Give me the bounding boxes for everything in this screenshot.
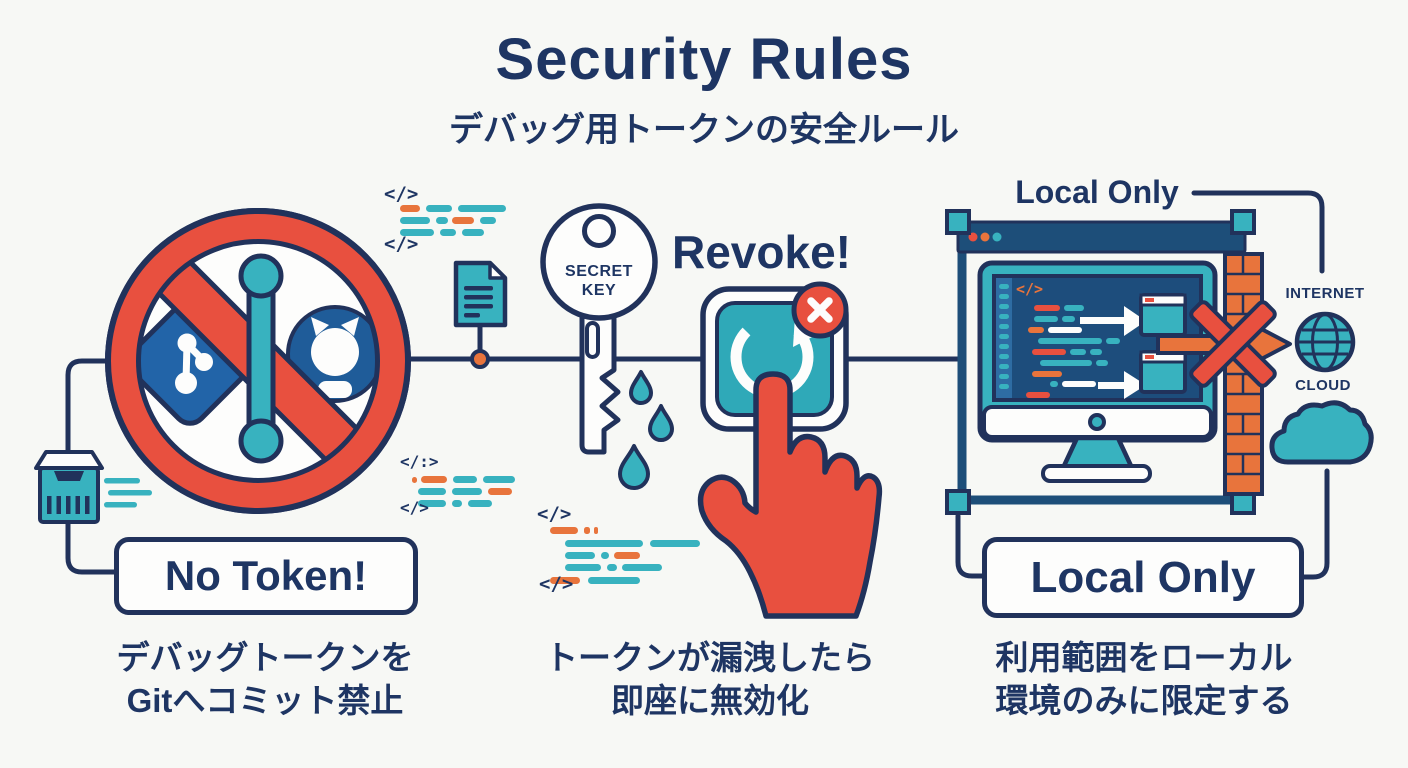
cloud-icon <box>1269 400 1374 465</box>
code-snippet-icon-top <box>400 205 506 236</box>
hand-press-icon <box>697 371 883 619</box>
middle-caption-line1: トークンが漏洩したら <box>545 639 875 676</box>
commit-line-icon <box>238 253 284 464</box>
right-caption-line2: 環境のみに限定する <box>995 682 1293 719</box>
window-dot-orange <box>980 232 990 242</box>
code-glyph-icon: </> <box>400 498 429 517</box>
prohibition-icon <box>105 208 411 514</box>
code-glyph-icon: </> <box>537 503 572 525</box>
left-caption: デバッグトークンを Gitへコミット禁止 <box>60 636 470 722</box>
browser-frame-icon <box>945 209 1256 515</box>
key-icon <box>540 203 658 455</box>
corner-handle <box>1230 209 1256 235</box>
document-icon <box>453 260 508 328</box>
node-dot <box>470 349 490 369</box>
left-caption-line2: Gitへコミット禁止 <box>126 682 404 719</box>
local-only-label: Local Only <box>1030 552 1256 602</box>
connector-lines <box>65 190 1330 580</box>
no-token-label: No Token! <box>164 552 368 599</box>
code-glyph-icon: </> <box>539 573 574 595</box>
code-glyph-icon: </> <box>384 183 419 205</box>
internet-label: INTERNET <box>1285 285 1365 302</box>
window-dot-teal <box>992 232 1002 242</box>
corner-handle <box>945 209 971 235</box>
local-only-frame-label: Local Only <box>1015 174 1179 210</box>
page-subtitle: デバッグ用トークンの安全ルール <box>449 111 959 149</box>
middle-caption: トークンが漏洩したら 即座に無効化 <box>500 636 920 722</box>
globe-icon <box>1294 311 1356 373</box>
right-caption: 利用範囲をローカル 環境のみに限定する <box>938 636 1350 722</box>
secret-key-label: SECRET KEY <box>565 263 633 299</box>
blocked-arrow-icon <box>1156 300 1292 388</box>
right-caption-line1: 利用範囲をローカル <box>995 639 1293 676</box>
page-title: Security Rules <box>495 27 913 92</box>
code-glyph-icon: </> <box>384 233 419 255</box>
revoke-label: Revoke! <box>672 226 851 278</box>
local-only-badge: Local Only <box>982 537 1304 618</box>
code-snippet-icon-left <box>412 476 515 507</box>
speed-lines <box>104 478 152 508</box>
cancel-badge-icon <box>791 281 849 339</box>
package-box-icon <box>34 450 152 524</box>
no-token-badge: No Token! <box>114 537 418 615</box>
code-glyph-icon: </> <box>1016 280 1044 298</box>
water-drop-icon <box>618 370 674 490</box>
left-caption-line1: デバッグトークンを <box>116 639 414 676</box>
code-snippet-icon-middle <box>550 527 700 584</box>
github-icon <box>286 305 384 403</box>
screen-code-lines <box>1026 305 1146 399</box>
middle-caption-line2: 即座に無効化 <box>611 682 809 719</box>
code-glyph-icon: </:> <box>400 452 439 471</box>
corner-handle <box>945 489 971 515</box>
cloud-label: CLOUD <box>1295 377 1351 394</box>
